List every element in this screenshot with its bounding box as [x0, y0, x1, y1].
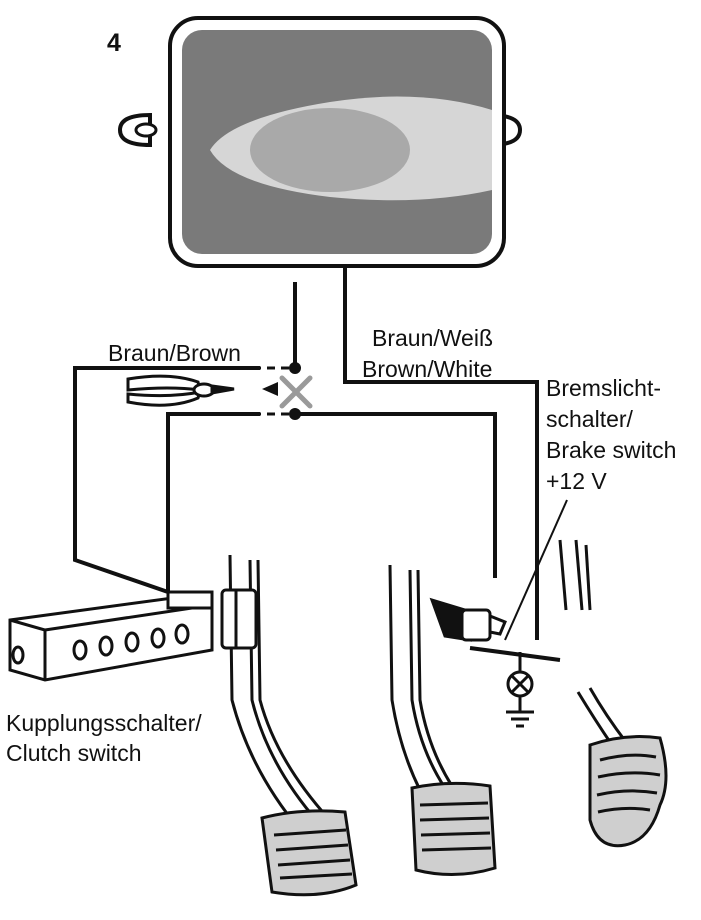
step-number: 4: [107, 29, 121, 57]
clutch-pedal: [220, 554, 358, 897]
pliers-icon: [126, 374, 235, 407]
cut-arrow-icon: [262, 382, 278, 396]
wire-junction-lower: [289, 408, 301, 420]
brake-pedal: [388, 564, 497, 876]
cut-mark-icon: [279, 375, 313, 409]
wire-to-clutch-lower: [166, 412, 260, 592]
accelerator-pedal: [558, 539, 668, 848]
wire-brown-to-clutch-upper: [73, 366, 260, 594]
brake-switch: [429, 597, 507, 642]
wires: [73, 268, 561, 662]
label-brake-switch-3: Brake switch: [546, 437, 677, 463]
ground-icon: [506, 710, 534, 728]
label-brake-switch-1: Bremslicht-: [546, 375, 662, 401]
brake-switch-pointer: [504, 499, 568, 641]
dashed-wire-segments: [225, 366, 290, 416]
wire-brake-12v: [469, 646, 561, 662]
label-brown-white-de: Braun/Weiß: [372, 325, 494, 351]
label-brown-wire: Braun/Brown: [108, 340, 241, 366]
label-brown-white-en: Brown/White: [362, 356, 493, 382]
label-clutch-switch-1: Kupplungsschalter/: [6, 710, 202, 736]
label-brake-switch-2: schalter/: [546, 406, 633, 432]
label-brake-switch-voltage: +12 V: [546, 468, 607, 494]
control-module: [117, 16, 523, 268]
brake-lamp-icon: [506, 652, 534, 712]
clutch-switch: [8, 590, 214, 682]
wire-junction-upper: [289, 362, 301, 374]
wire-brown-to-brake: [295, 412, 497, 578]
wire-brown-white: [343, 268, 539, 640]
label-clutch-switch-2: Clutch switch: [6, 740, 142, 766]
